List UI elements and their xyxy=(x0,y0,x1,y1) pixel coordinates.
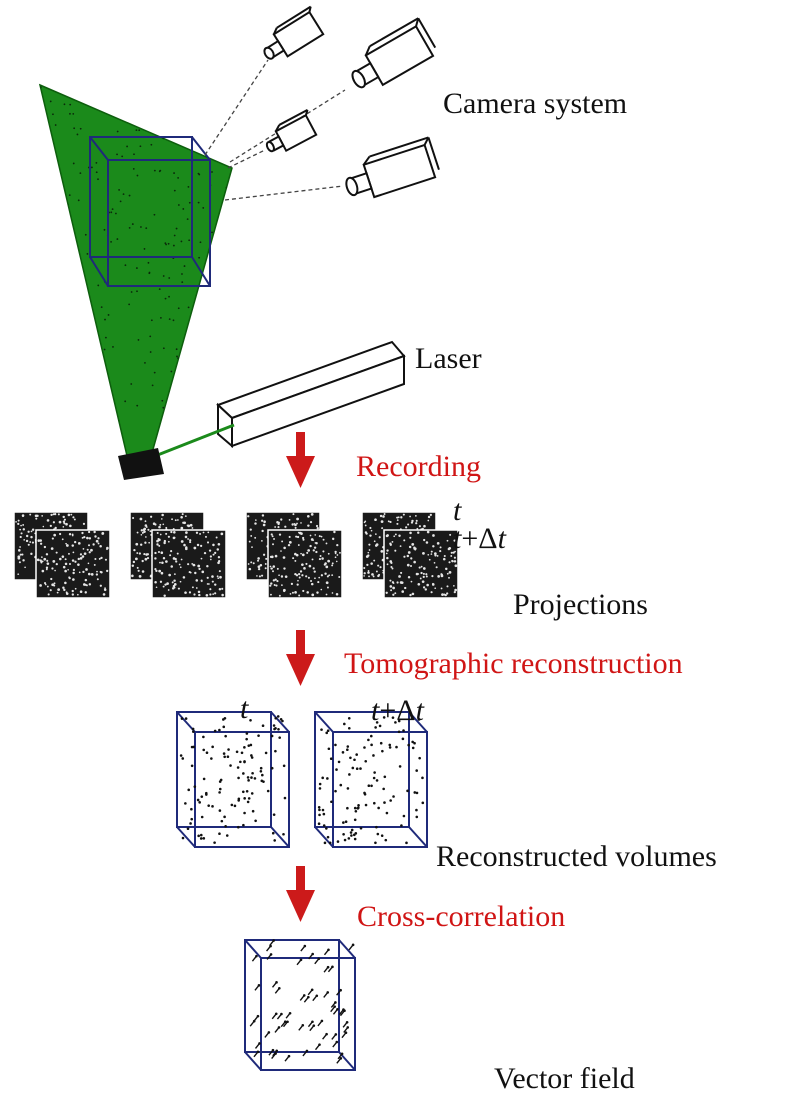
measurement-volume xyxy=(89,136,211,287)
arrow-recording xyxy=(286,432,315,488)
projection-pair xyxy=(245,511,343,599)
camera-system-label: Camera system xyxy=(443,87,627,120)
cross-correlation-step-label: Cross-correlation xyxy=(357,900,565,933)
volume-time-t-plus-dt: t+Δt xyxy=(371,694,425,727)
camera-4 xyxy=(345,136,440,199)
projection-pair xyxy=(129,511,227,599)
laser-sheet xyxy=(38,83,233,461)
projections-group xyxy=(13,511,459,599)
projection-pair xyxy=(13,511,111,599)
vector-field-volume xyxy=(244,939,356,1071)
camera-rays xyxy=(204,59,346,201)
vector-field-label: Vector field xyxy=(494,1062,635,1095)
tomographic-reconstruction-step-label: Tomographic reconstruction xyxy=(344,647,683,680)
camera-1 xyxy=(263,5,325,60)
projection-pair xyxy=(361,511,459,599)
laser-label: Laser xyxy=(415,342,482,375)
reconstructed-volumes-label: Reconstructed volumes xyxy=(436,840,717,873)
arrow-tomographic-reconstruction xyxy=(286,630,315,686)
laser-optics-block xyxy=(118,448,164,480)
reconstructed-volume-t-plus-dt xyxy=(314,711,428,848)
volume-time-t: t xyxy=(240,692,249,725)
arrow-cross-correlation xyxy=(286,866,315,922)
recording-step-label: Recording xyxy=(356,450,481,483)
projection-time-t: t xyxy=(453,494,462,527)
projection-image xyxy=(267,529,343,599)
camera-3 xyxy=(265,109,318,153)
projection-time-t-plus-dt: t+Δt xyxy=(453,522,507,555)
laser-source xyxy=(216,340,406,449)
laser-beam xyxy=(149,423,235,460)
projection-image xyxy=(383,529,459,599)
camera-2 xyxy=(351,17,437,89)
reconstructed-volume-t xyxy=(176,711,290,848)
projections-label: Projections xyxy=(513,588,648,621)
